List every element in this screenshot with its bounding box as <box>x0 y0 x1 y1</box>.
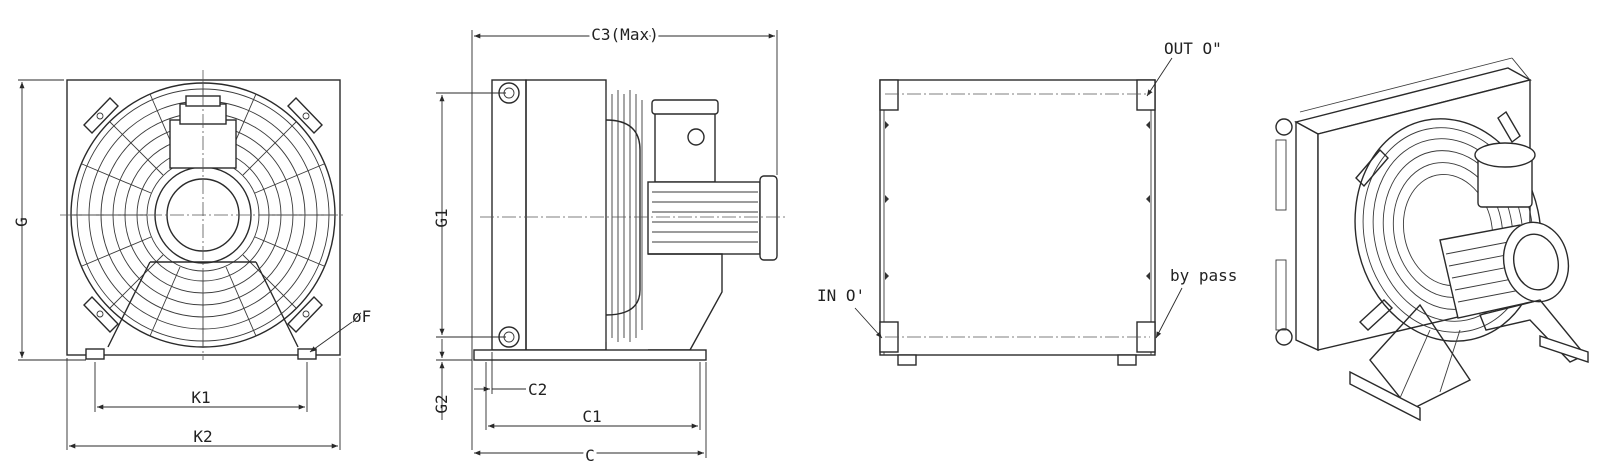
guard-brackets <box>83 97 323 333</box>
port-label-in: IN O' <box>817 286 865 305</box>
dim-label-C3: C3(Max) <box>591 25 658 44</box>
back-view: OUT O" IN O' by pass <box>817 39 1237 366</box>
dim-label-C1: C1 <box>582 407 601 426</box>
guard-profile <box>605 90 643 342</box>
dim-label-G1: G1 <box>432 208 451 227</box>
dim-label-C: C <box>585 446 595 465</box>
dim-label-K2: K2 <box>193 427 212 446</box>
dim-label-C2: C2 <box>528 380 547 399</box>
front-view: G K1 K2 øF <box>12 70 371 450</box>
motor-fins <box>652 191 758 243</box>
dim-label-K1: K1 <box>191 388 210 407</box>
port-label-bypass: by pass <box>1170 266 1237 285</box>
dim-label-G: G <box>12 217 31 227</box>
dim-label-F: øF <box>352 307 371 326</box>
side-view: C3(Max) <box>432 22 785 468</box>
isometric-view <box>1275 57 1589 422</box>
port-label-out: OUT O" <box>1164 39 1222 58</box>
dim-label-G2: G2 <box>432 394 451 413</box>
fasteners <box>885 121 1150 280</box>
